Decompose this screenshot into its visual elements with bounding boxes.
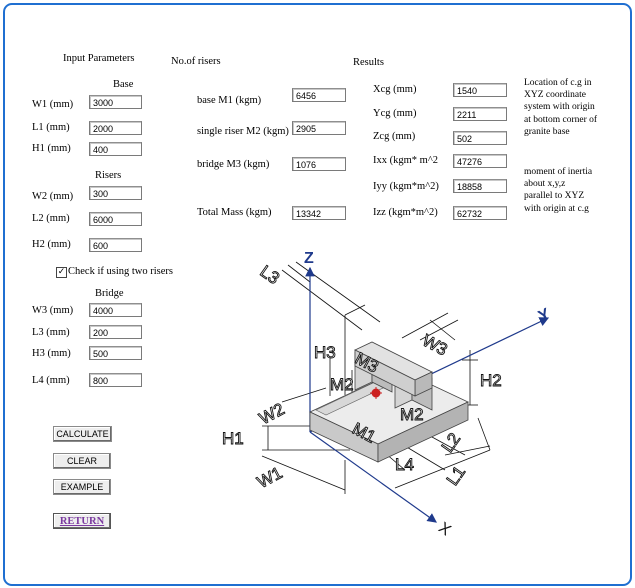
w1-label: W1 (mm) <box>32 99 74 110</box>
bridge-m3-output: 1076 <box>292 157 346 171</box>
clear-button[interactable]: CLEAR <box>53 453 111 469</box>
l3-label: L3 (mm) <box>32 327 70 338</box>
iyy-output: 18858 <box>453 179 507 193</box>
calculate-button[interactable]: CALCULATE <box>53 426 112 442</box>
w1-input[interactable]: 3000 <box>89 95 142 109</box>
dim-l1-label: L1 <box>443 462 469 488</box>
w2-input[interactable]: 300 <box>89 186 142 200</box>
dim-m2-right-label: M2 <box>400 405 424 424</box>
dim-h2-label: H2 <box>480 371 502 390</box>
w2-label: W2 (mm) <box>32 191 74 202</box>
riser-m2-output: 2905 <box>292 121 346 135</box>
l4-input[interactable]: 800 <box>89 373 142 387</box>
dim-m2-left-label: M2 <box>330 375 354 394</box>
dim-h1-label: H1 <box>222 429 244 448</box>
iyy-label: Iyy (kgm*m^2) <box>373 181 439 192</box>
two-risers-label: Check if using two risers <box>68 266 173 277</box>
izz-output: 62732 <box>453 206 507 220</box>
w3-input[interactable]: 4000 <box>89 303 142 317</box>
dim-w2-label: W2 <box>256 399 287 428</box>
zcg-output: 502 <box>453 131 507 145</box>
note-line: system with origin <box>524 102 595 113</box>
h2-label: H2 (mm) <box>32 239 71 250</box>
l1-input[interactable]: 2000 <box>89 121 142 135</box>
bridge-header: Bridge <box>95 288 124 299</box>
risers-header: Risers <box>95 170 122 181</box>
l4-label: L4 (mm) <box>32 375 70 386</box>
zcg-label: Zcg (mm) <box>373 131 416 142</box>
riser-m2-label: single riser M2 (kgm) <box>197 126 289 137</box>
xcg-label: Xcg (mm) <box>373 84 417 95</box>
total-mass-output: 13342 <box>292 206 346 220</box>
w3-label: W3 (mm) <box>32 305 74 316</box>
granite-base-diagram: Z Y X L3 H3 W3 M3 M2 H2 W2 M2 H1 M1 W1 L… <box>222 250 553 540</box>
xcg-output: 1540 <box>453 83 507 97</box>
h3-label: H3 (mm) <box>32 348 71 359</box>
ixx-output: 47276 <box>453 154 507 168</box>
total-mass-label: Total Mass (kgm) <box>197 207 272 218</box>
h2-input[interactable]: 600 <box>89 238 142 252</box>
note-line: granite base <box>524 126 570 137</box>
dim-l4-label: L4 <box>395 455 414 474</box>
bridge-m3-label: bridge M3 (kgm) <box>197 159 270 170</box>
note-line: at bottom corner of <box>524 114 598 125</box>
z-axis-label: Z <box>304 250 314 267</box>
izz-label: Izz (kgm*m^2) <box>373 207 438 218</box>
l2-label: L2 (mm) <box>32 213 70 224</box>
base-m1-label: base M1 (kgm) <box>197 95 262 106</box>
l3-input[interactable]: 200 <box>89 325 142 339</box>
l1-label: L1 (mm) <box>32 122 70 133</box>
note-line: Location of c.g in <box>524 78 592 88</box>
example-button[interactable]: EXAMPLE <box>53 479 111 495</box>
h1-input[interactable]: 400 <box>89 142 142 156</box>
note-line: moment of inertia <box>524 167 593 177</box>
h1-label: H1 (mm) <box>32 143 71 154</box>
x-axis-label: X <box>435 519 454 539</box>
results-title: Results <box>353 57 384 68</box>
ycg-output: 2211 <box>453 107 507 121</box>
dim-h3-label: H3 <box>314 343 336 362</box>
note-line: parallel to XYZ <box>524 191 585 202</box>
note-line: about x,y,z <box>524 179 566 190</box>
dim-w3-label: W3 <box>419 331 450 360</box>
h3-input[interactable]: 500 <box>89 346 142 360</box>
ycg-label: Ycg (mm) <box>373 108 417 119</box>
base-header: Base <box>113 79 134 90</box>
two-risers-checkbox[interactable]: ✓ <box>56 267 67 278</box>
ixx-label: Ixx (kgm* m^2 <box>373 155 439 166</box>
risers-section-title: No.of risers <box>171 56 221 67</box>
cg-location-note: Location of c.g in XYZ coordinate system… <box>524 77 597 138</box>
dim-l3-label: L3 <box>257 262 283 288</box>
inertia-note: moment of inertia about x,y,z parallel t… <box>524 166 592 215</box>
l2-input[interactable]: 6000 <box>89 212 142 226</box>
input-parameters-title: Input Parameters <box>63 53 135 64</box>
note-line: XYZ coordinate <box>524 90 586 101</box>
base-m1-output: 6456 <box>292 88 346 102</box>
return-button[interactable]: RETURN <box>53 513 111 529</box>
note-line: with origin at c.g <box>524 203 589 214</box>
dim-w1-label: W1 <box>254 463 285 492</box>
